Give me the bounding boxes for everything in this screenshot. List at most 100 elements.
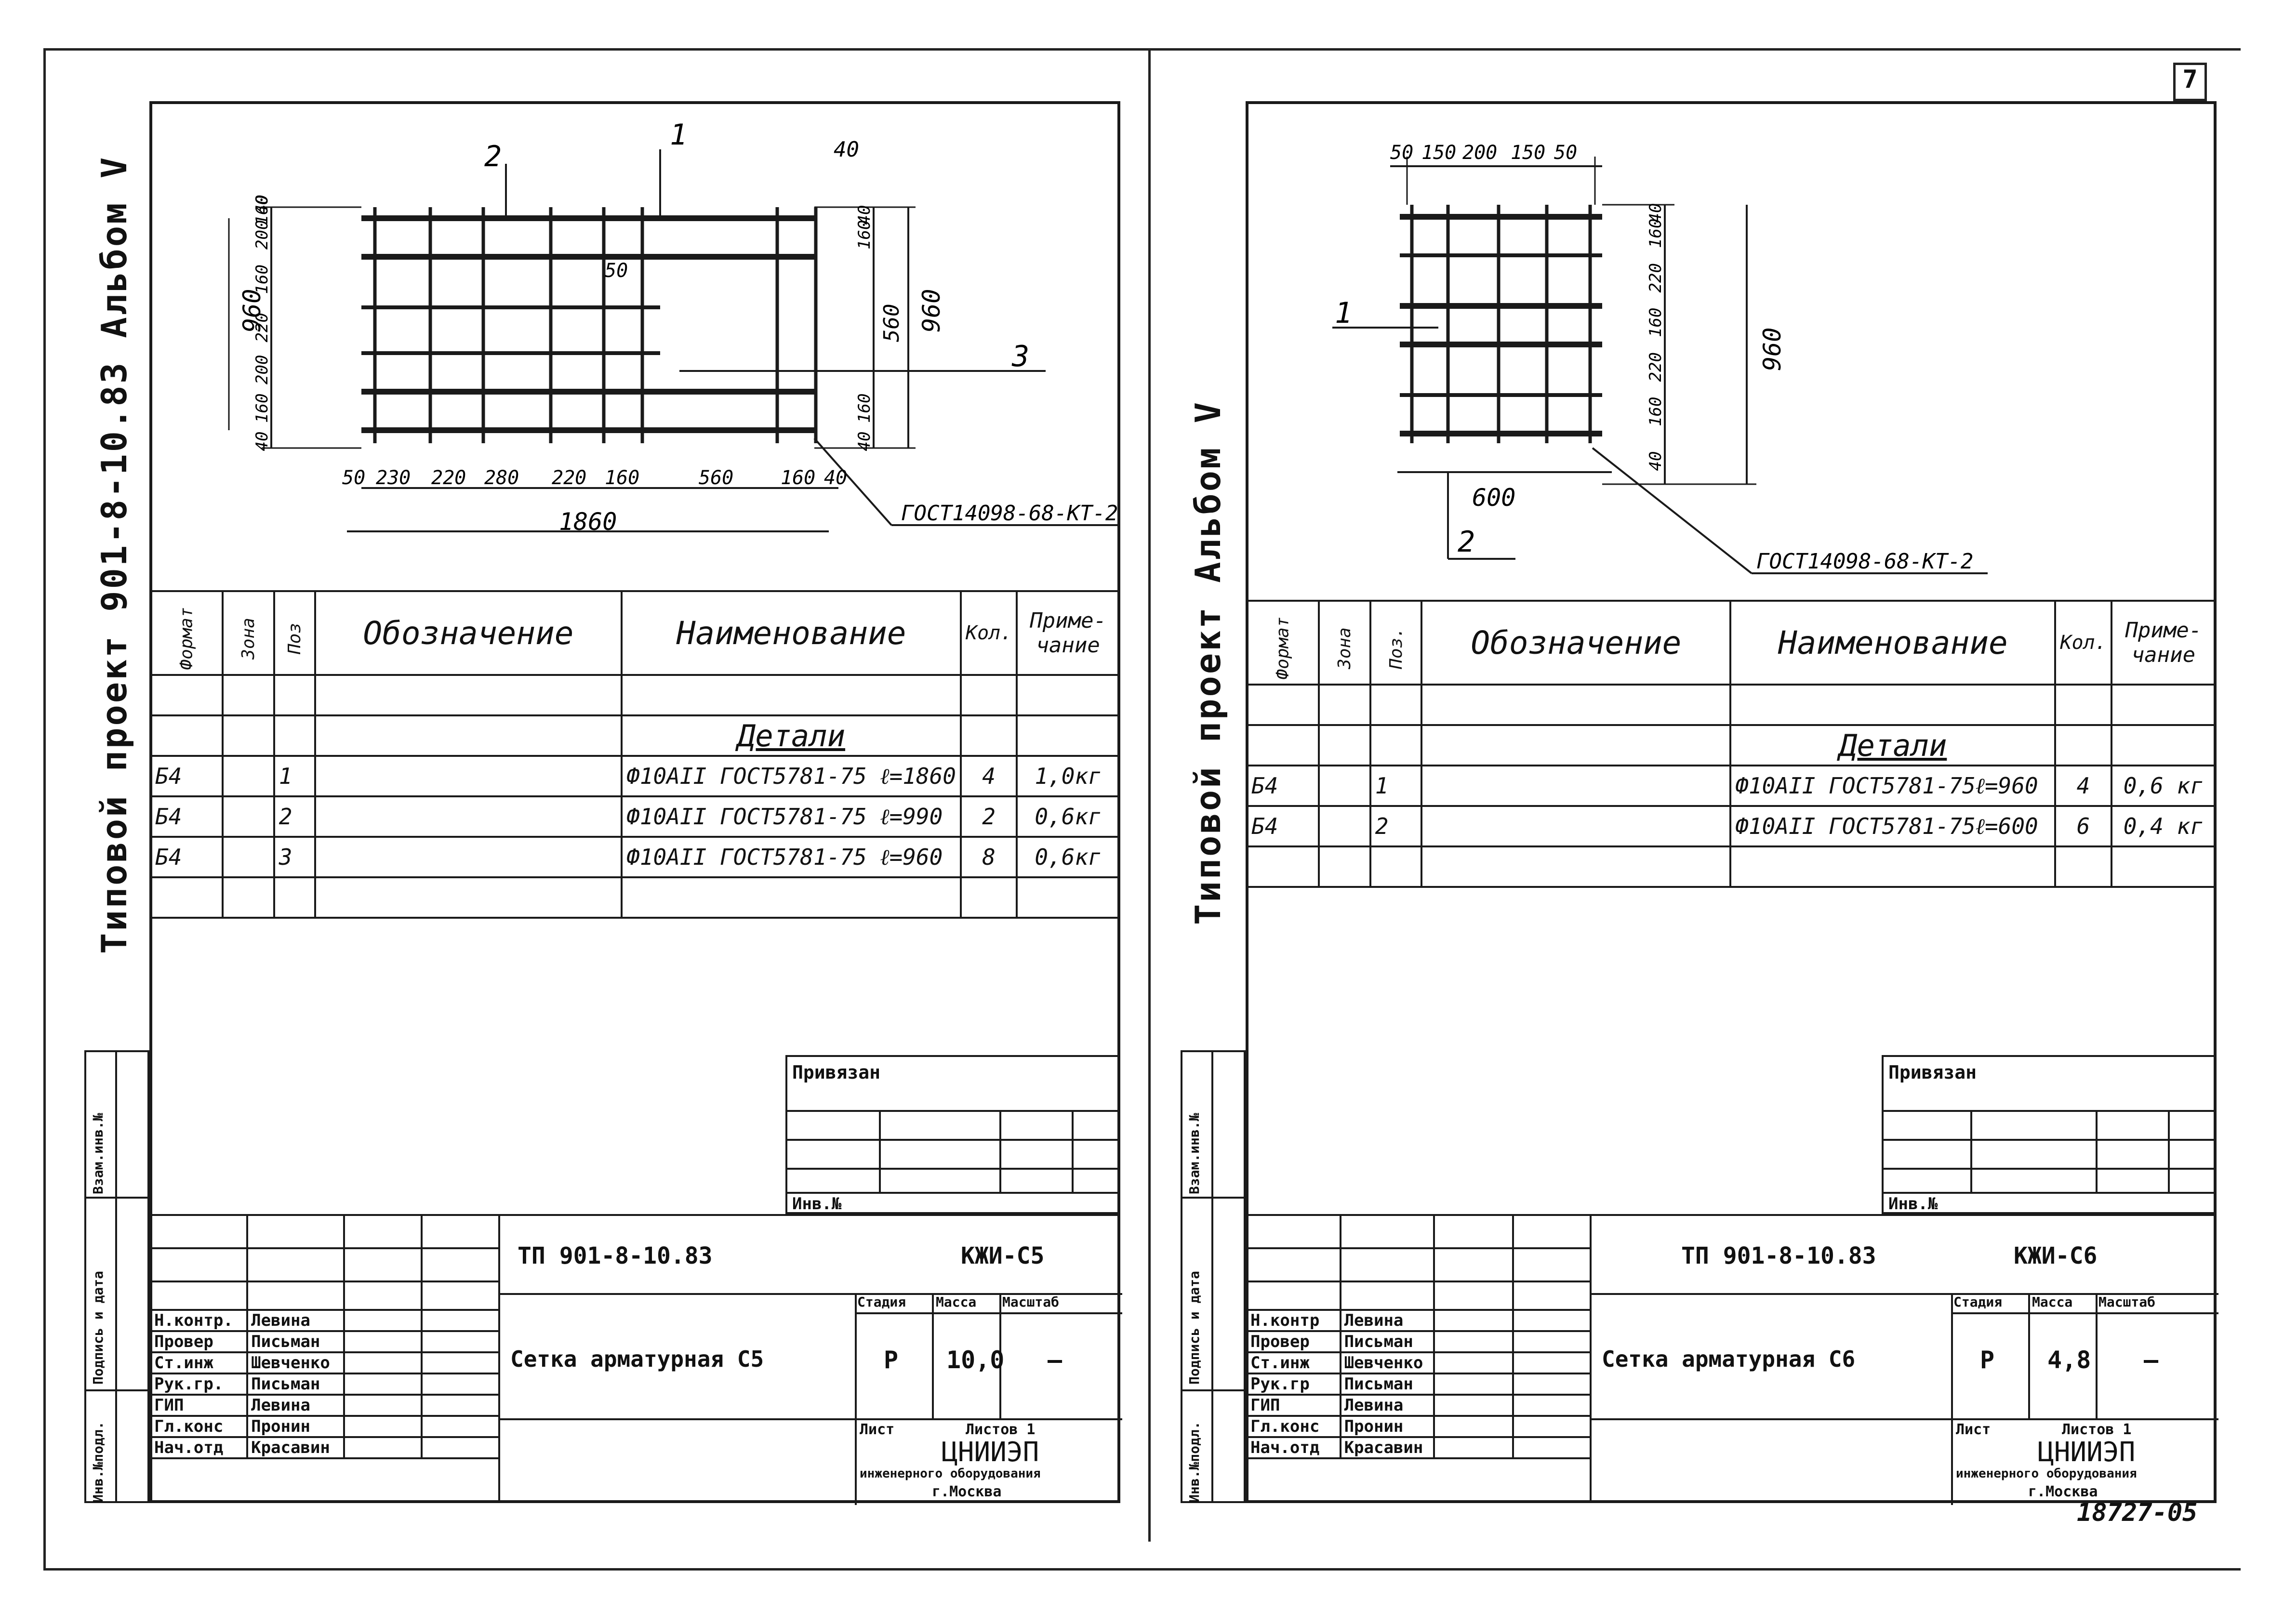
right-spec-header-name: Наименование bbox=[1729, 600, 2057, 686]
right-spec-table: Формат Зона Поз. Обозначение Наименовани… bbox=[1245, 600, 2217, 888]
left-tb-scale: — bbox=[1048, 1346, 1062, 1374]
left-left-dim: 160 bbox=[252, 195, 272, 224]
left-spec-table: Формат Зона Поз Обозначение Наименование… bbox=[149, 590, 1120, 919]
table-row: Детали bbox=[149, 714, 1120, 757]
left-spec-header-note: Приме-чание bbox=[1016, 590, 1120, 676]
left-left-dim: 200 bbox=[252, 220, 272, 250]
table-row bbox=[1245, 845, 2217, 888]
right-right-dim: 40 bbox=[1646, 203, 1665, 223]
left-overall-length: 1860 bbox=[559, 508, 617, 536]
left-inner-dim: 50 bbox=[605, 260, 628, 282]
right-tb-title: Сетка арматурная С6 bbox=[1602, 1346, 1856, 1372]
right-tb-mass: 4,8 bbox=[2047, 1346, 2091, 1374]
left-bottom-dim: 560 bbox=[699, 467, 733, 489]
right-pos-1: 1 bbox=[1335, 296, 1352, 330]
left-bottom-dim: 50 bbox=[342, 467, 365, 489]
left-spec-header-zone: Зона bbox=[222, 590, 275, 676]
left-right-dim: 40 bbox=[855, 432, 874, 451]
right-spec-section: Детали bbox=[1729, 724, 2057, 766]
left-bottom-dim: 280 bbox=[484, 467, 519, 489]
left-bottom-dim: 220 bbox=[552, 467, 586, 489]
right-right-dim: 40 bbox=[1646, 451, 1665, 471]
left-tb-title: Сетка арматурная С5 bbox=[510, 1346, 764, 1372]
right-top-dim: 150 bbox=[1511, 142, 1545, 164]
left-tb-mark: КЖИ-С5 bbox=[961, 1242, 1045, 1269]
right-tb-mark: КЖИ-С6 bbox=[2014, 1242, 2098, 1269]
left-left-dim: 200 bbox=[252, 355, 272, 384]
right-spec-header-pos: Поз. bbox=[1369, 600, 1423, 686]
right-pos-2: 2 bbox=[1458, 525, 1475, 559]
right-right-dim: 160 bbox=[1646, 308, 1665, 337]
right-tb-code: ТП 901-8-10.83 bbox=[1681, 1242, 1876, 1269]
right-right-dim: 220 bbox=[1646, 352, 1665, 382]
right-spec-header-qty: Кол. bbox=[2054, 600, 2112, 686]
left-tb-stage: Р bbox=[884, 1346, 899, 1374]
left-side-stamp: Взам.инв.№ Подпись и дата Инв.№подл. bbox=[84, 1050, 149, 1503]
right-bottom-width: 600 bbox=[1472, 484, 1515, 512]
left-right-dim: 160 bbox=[855, 394, 874, 423]
right-tb-scale: — bbox=[2144, 1346, 2159, 1374]
left-pos-2: 2 bbox=[484, 140, 502, 173]
left-bottom-dim: 40 bbox=[824, 467, 847, 489]
right-spec-header-format: Формат bbox=[1245, 600, 1320, 686]
left-tb-mass: 10,0 bbox=[946, 1346, 1005, 1374]
right-top-dim: 150 bbox=[1421, 142, 1456, 164]
left-right-dim: 40 bbox=[855, 205, 874, 225]
left-left-dim: 40 bbox=[252, 432, 272, 451]
left-pos-1: 1 bbox=[670, 118, 687, 152]
right-inv-no: Инв.№ bbox=[1888, 1194, 1938, 1214]
left-spec-section: Детали bbox=[621, 714, 962, 757]
left-spec-header-designation: Обозначение bbox=[314, 590, 623, 676]
right-right-dim: 220 bbox=[1646, 263, 1665, 292]
right-spec-header-designation: Обозначение bbox=[1421, 600, 1732, 686]
left-left-dim: 160 bbox=[252, 394, 272, 423]
right-gost-note: ГОСТ14098-68-КТ-2 bbox=[1756, 549, 1973, 574]
left-left-overall: 960 bbox=[238, 289, 266, 332]
left-left-dim: 40 bbox=[252, 195, 272, 214]
left-dim-top: 40 bbox=[834, 137, 859, 162]
left-spec-header-pos: Поз bbox=[273, 590, 316, 676]
right-tb-org: ЦНИИЭП bbox=[2038, 1437, 2136, 1468]
right-right-dim: 160 bbox=[1646, 397, 1665, 426]
left-gost-note: ГОСТ14098-68-КТ-2 bbox=[901, 501, 1118, 526]
left-inv-no: Инв.№ bbox=[792, 1194, 842, 1214]
right-top-dim: 50 bbox=[1390, 142, 1413, 164]
right-tb-stage: Р bbox=[1980, 1346, 1995, 1374]
right-spec-header-zone: Зона bbox=[1318, 600, 1371, 686]
left-left-dim: 220 bbox=[252, 313, 272, 342]
left-spec-header-name: Наименование bbox=[621, 590, 962, 676]
right-privyazan-block: Привязан Инв.№ bbox=[1882, 1055, 2217, 1214]
left-left-dim: 160 bbox=[252, 264, 272, 294]
left-tb-code: ТП 901-8-10.83 bbox=[518, 1242, 713, 1269]
left-privyazan-label: Привязан bbox=[792, 1062, 881, 1083]
right-title-block: ТП 901-8-10.83 КЖИ-С6 Сетка арматурная С… bbox=[1246, 1214, 2218, 1505]
sheet-divider bbox=[1148, 48, 1151, 1542]
right-privyazan-label: Привязан bbox=[1888, 1062, 1977, 1083]
table-row bbox=[1245, 684, 2217, 726]
left-bottom-dim: 160 bbox=[605, 467, 639, 489]
right-side-stamp: Взам.инв.№ Подпись и дата Инв.№подл. bbox=[1181, 1050, 1246, 1503]
left-privyazan-block: Привязан Инв.№ bbox=[785, 1055, 1120, 1214]
table-row: Детали bbox=[1245, 724, 2217, 766]
right-right-dim: 160 bbox=[1646, 219, 1665, 248]
outer-frame bbox=[43, 48, 2241, 1571]
right-top-dim: 200 bbox=[1462, 142, 1497, 164]
left-right-dim-560: 560 bbox=[879, 304, 904, 342]
left-tb-org: ЦНИИЭП bbox=[942, 1437, 1039, 1468]
left-mesh-drawing: 2 1 3 40 1860 50 960 960 560 ГОСТ14098-6… bbox=[228, 118, 1118, 536]
left-right-dim: 160 bbox=[855, 220, 874, 250]
table-row bbox=[149, 674, 1120, 716]
left-right-overall: 960 bbox=[917, 289, 945, 332]
right-side-title: Типовой проект Альбом V bbox=[1188, 400, 1228, 925]
table-row bbox=[149, 876, 1120, 919]
left-spec-header-qty: Кол. bbox=[959, 590, 1018, 676]
